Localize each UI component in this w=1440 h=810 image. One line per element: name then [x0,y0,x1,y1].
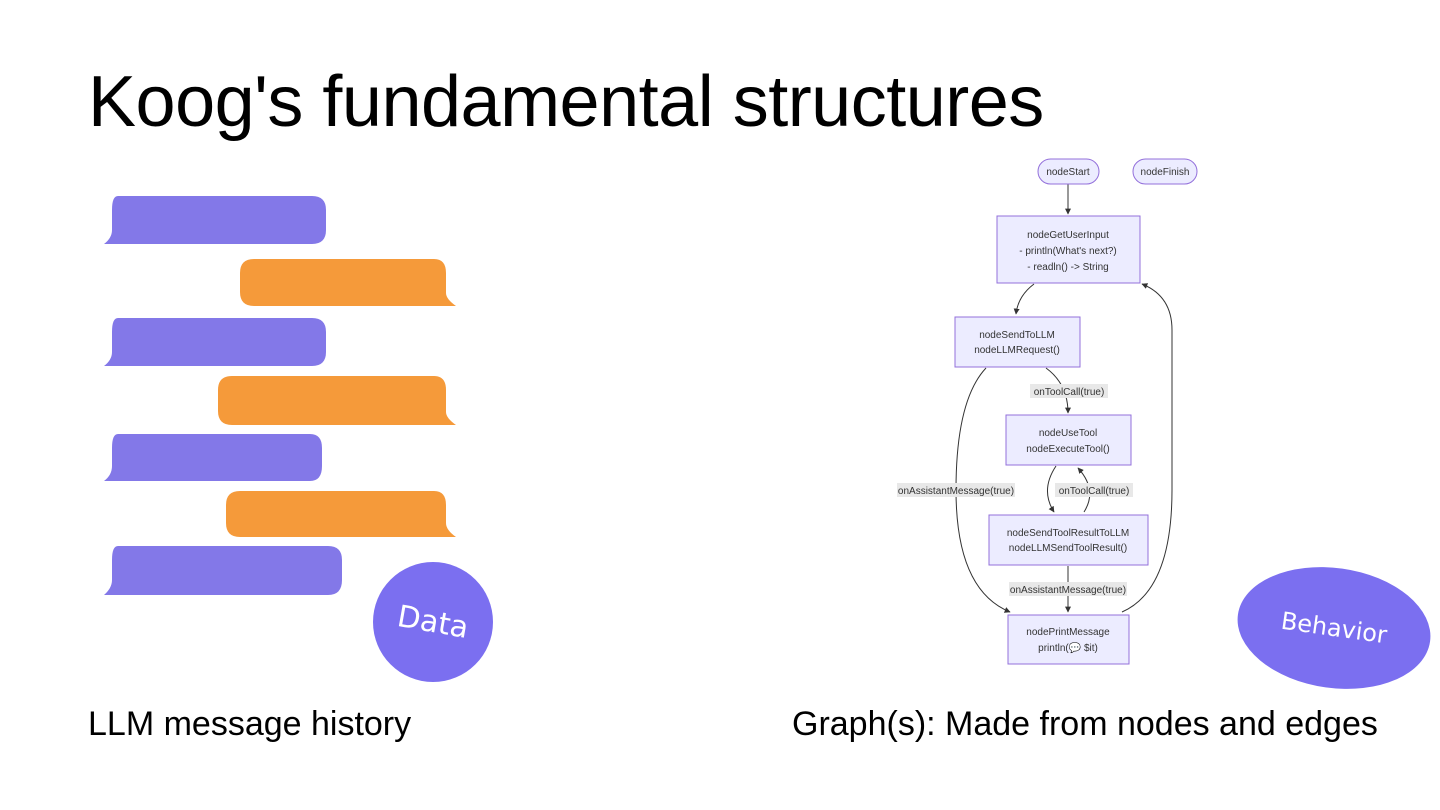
message-history-caption: LLM message history [88,705,412,743]
behavior-badge: Behavior [1237,567,1431,689]
svg-text:nodeGetUserInput: nodeGetUserInput [1027,230,1109,241]
svg-text:- println(What's next?): - println(What's next?) [1019,246,1117,257]
slide-title: Koog's fundamental structures [88,62,1044,142]
svg-text:nodeStart: nodeStart [1046,167,1090,178]
node-use-tool: nodeUseTool nodeExecuteTool() [1005,414,1132,466]
edge-usetool-to-result [1047,465,1057,513]
svg-text:onToolCall(true): onToolCall(true) [1059,486,1130,497]
svg-text:nodeSendToLLM: nodeSendToLLM [979,330,1055,341]
node-print-message: nodePrintMessage println(💬 $it) [1007,614,1130,665]
edge-label-assistant-message: onAssistantMessage(true) [1009,582,1127,596]
svg-text:nodeSendToolResultToLLM: nodeSendToolResultToLLM [1007,528,1129,539]
edge-print-to-input [1121,283,1173,613]
chat-bubble-user [104,318,326,366]
chat-bubble-user [104,196,326,244]
graph-caption: Graph(s): Made from nodes and edges [792,705,1378,743]
message-history-illustration: Data [104,196,493,682]
svg-text:nodeFinish: nodeFinish [1141,167,1190,178]
chat-bubble-assistant [240,259,456,306]
edge-label-tool-call: onToolCall(true) [1055,483,1133,497]
svg-text:nodeLLMSendToolResult(): nodeLLMSendToolResult() [1009,543,1127,554]
chat-bubble-assistant [218,376,456,425]
svg-text:onAssistantMessage(true): onAssistantMessage(true) [1010,585,1126,596]
node-send-to-llm: nodeSendToLLM nodeLLMRequest() [954,316,1081,368]
edge-label-tool-call: onToolCall(true) [1030,384,1108,398]
svg-text:nodeUseTool: nodeUseTool [1039,428,1097,439]
svg-text:onToolCall(true): onToolCall(true) [1034,387,1105,398]
node-send-tool-result: nodeSendToolResultToLLM nodeLLMSendToolR… [988,514,1149,566]
svg-text:nodeExecuteTool(): nodeExecuteTool() [1026,444,1109,455]
svg-text:nodeLLMRequest(): nodeLLMRequest() [974,345,1060,356]
data-badge: Data [373,562,493,682]
edge-label-assistant-message: onAssistantMessage(true) [897,483,1015,497]
node-finish: nodeFinish [1132,158,1198,185]
agent-graph-diagram: onToolCall(true) onToolCall(true) onAssi… [897,158,1431,689]
node-get-user-input: nodeGetUserInput - println(What's next?)… [996,215,1141,284]
svg-text:nodePrintMessage: nodePrintMessage [1026,627,1110,638]
node-start: nodeStart [1037,158,1100,185]
svg-text:println(💬 $it): println(💬 $it) [1038,641,1098,654]
edge-input-to-send [1013,283,1035,315]
chat-bubble-user [104,546,342,595]
chat-bubble-user [104,434,322,481]
svg-text:- readln() -> String: - readln() -> String [1027,262,1108,273]
svg-text:onAssistantMessage(true): onAssistantMessage(true) [898,486,1014,497]
chat-bubble-assistant [226,491,456,537]
